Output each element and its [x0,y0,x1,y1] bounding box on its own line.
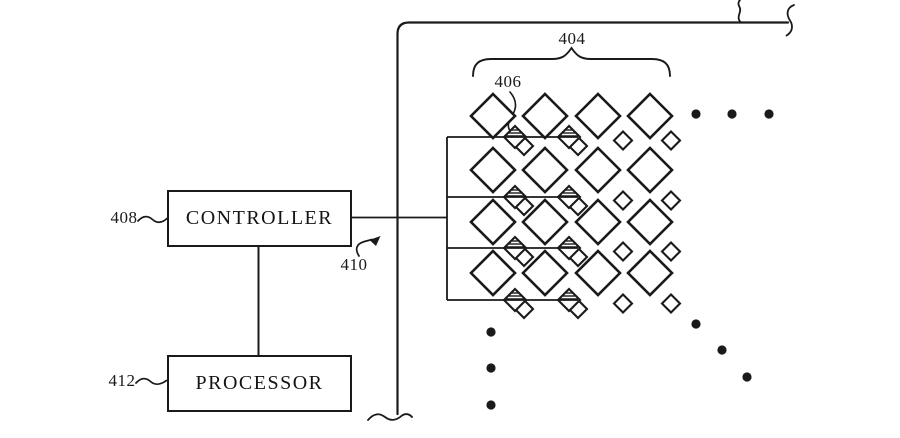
ref-410-arrowhead [369,236,381,246]
emitter-diamond-large [626,92,674,140]
emitter-diamond-large [521,92,569,140]
emitter-diamond-small [612,293,634,314]
ellipsis-dot-row [691,109,701,119]
ref-404: 404 [558,29,586,48]
ellipsis-dot-column [486,400,496,410]
emitter-diamond-large [521,198,569,246]
emitter-diamond-small [660,293,682,314]
processor-label: PROCESSOR [195,372,324,394]
emitter-diamond-large [469,249,517,297]
emitter-diamond-large [626,249,674,297]
controller-label: CONTROLLER [185,207,334,229]
ellipsis-dot-diagonal [717,345,727,355]
ref-410-arrow-shaft [355,238,373,257]
ref-412: 412 [108,371,136,390]
emitter-diamond-large [469,198,517,246]
ellipsis-dot-column [486,327,496,337]
emitter-diamond-small [612,190,634,211]
emitter-diamond-small [612,130,634,151]
emitter-diamond-large [574,92,622,140]
ellipsis-dot-row [764,109,774,119]
ref-412-leader [135,377,168,386]
emitter-diamond-large [574,146,622,194]
line-break-squiggle-top [737,0,742,24]
emitter-diamond-large [469,146,517,194]
controller-block: CONTROLLER [167,190,352,247]
emitter-diamond-large [626,146,674,194]
emitter-diamond-large [574,198,622,246]
array-brace-404 [472,46,671,77]
ref-408-leader [137,215,168,224]
emitter-diamond-small [660,130,682,151]
emitter-diamond-large [626,198,674,246]
line-break-squiggle-bottom [367,413,413,421]
ellipsis-dot-diagonal [691,319,701,329]
emitter-diamond-small [660,241,682,262]
processor-block: PROCESSOR [167,355,352,412]
line-end-squiggle [785,4,795,37]
emitter-diamond-large [521,249,569,297]
ellipsis-dot-column [486,363,496,373]
emitter-diamond-small [612,241,634,262]
panel-edge-line [396,21,790,416]
emitter-diamond-large [469,92,517,140]
ellipsis-dot-row [727,109,737,119]
emitter-diamond-large [521,146,569,194]
ellipsis-dot-diagonal [742,372,752,382]
ref-406: 406 [494,72,522,91]
emitter-diamond-small [660,190,682,211]
ref-410: 410 [340,255,368,274]
emitter-array-404 [350,92,774,410]
ref-408: 408 [110,208,138,227]
emitter-diamond-large [574,249,622,297]
